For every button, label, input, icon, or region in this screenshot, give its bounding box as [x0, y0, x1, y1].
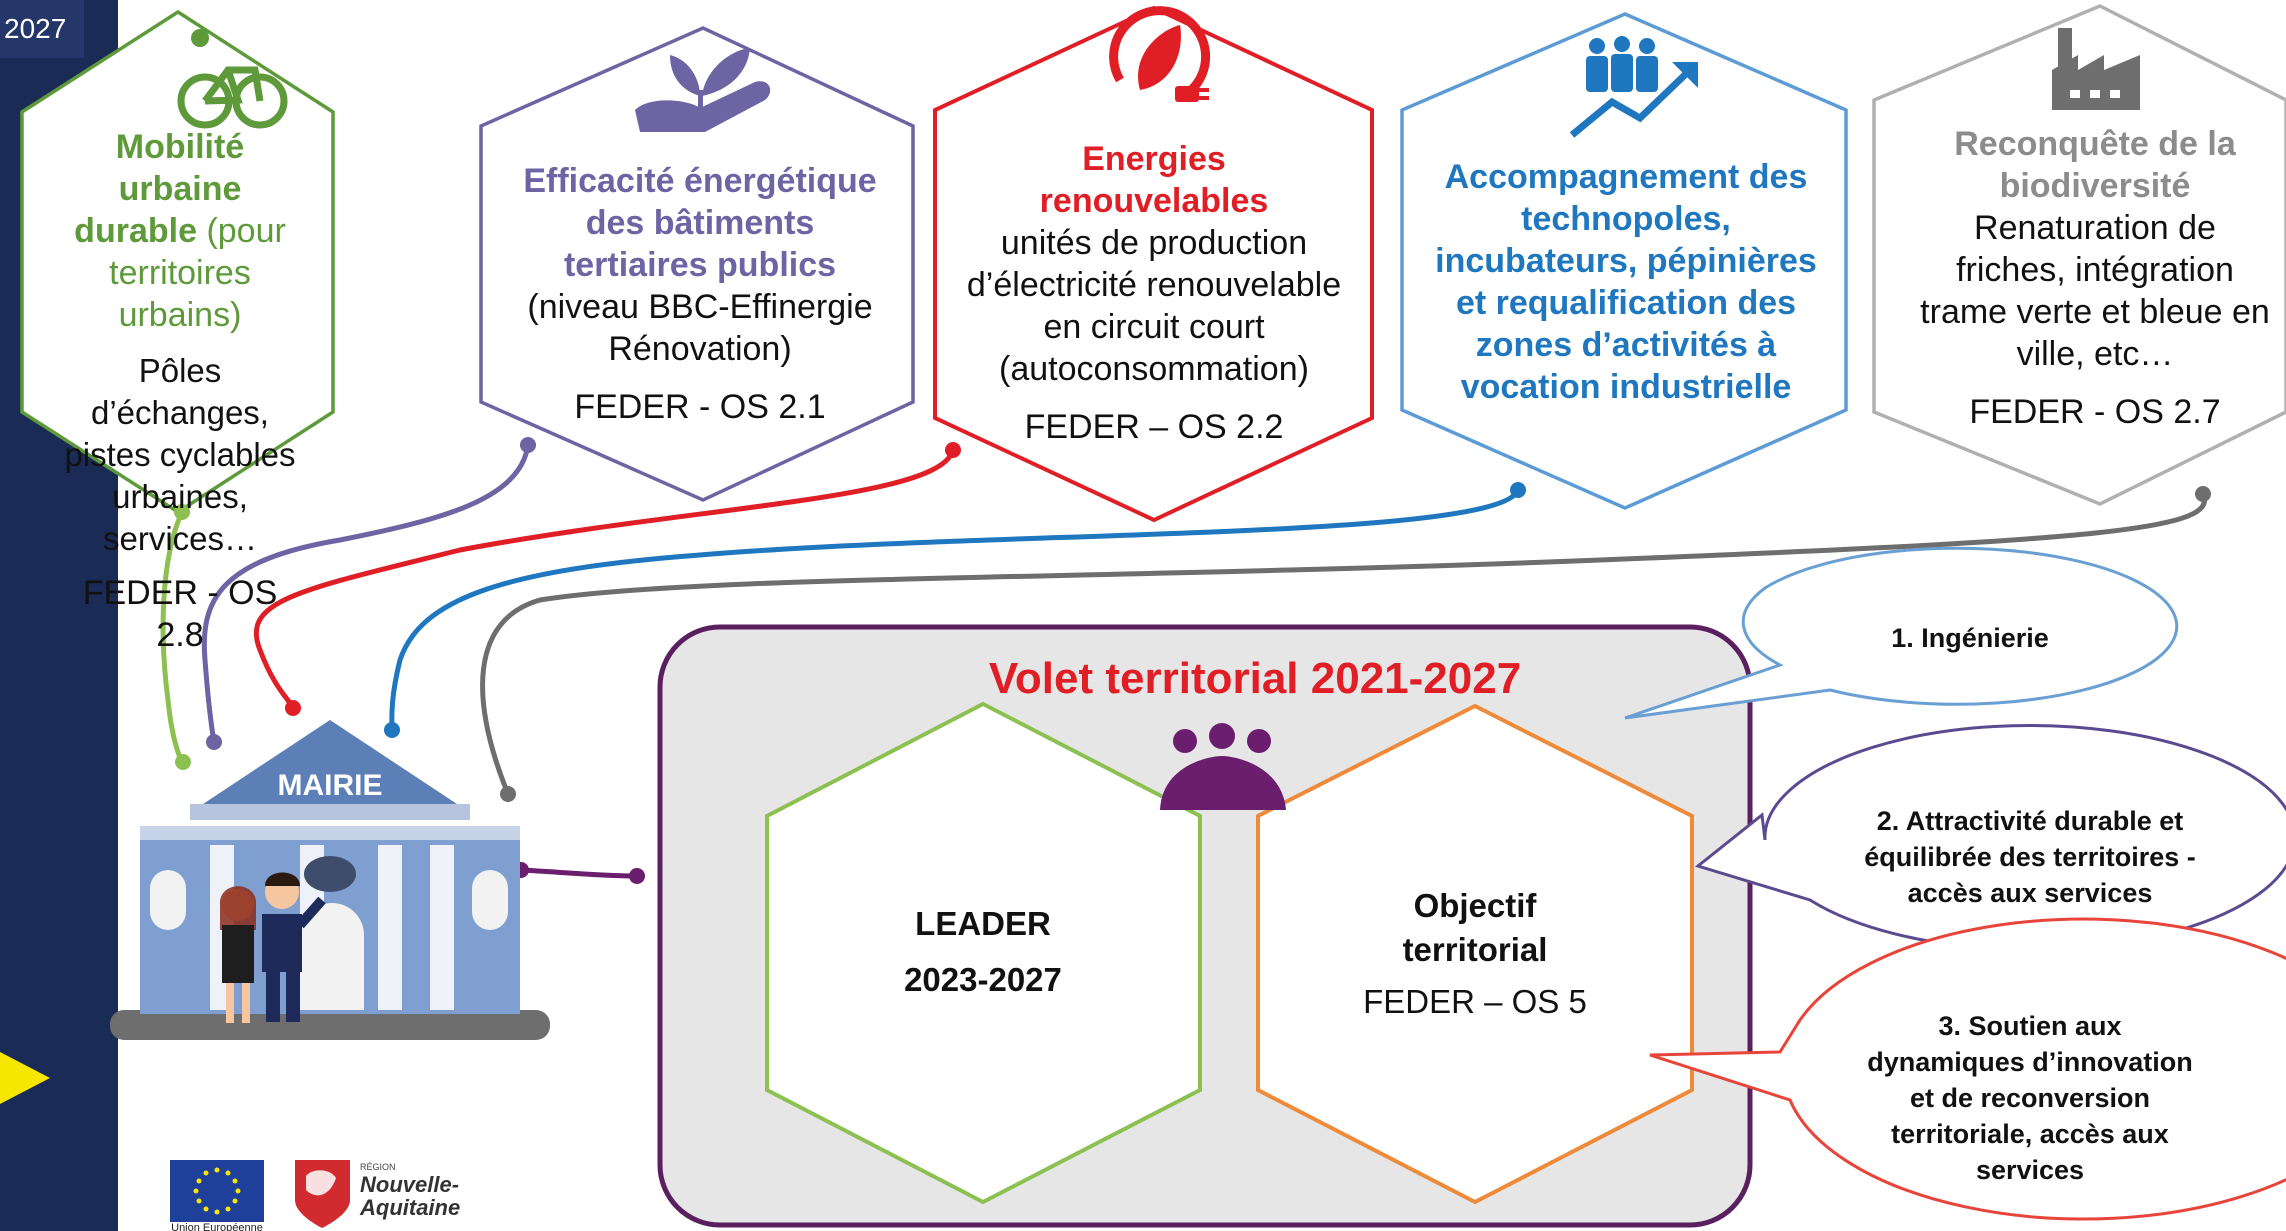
hex-energies-text: Energies renouvelables unités de product… — [965, 138, 1343, 448]
hex-energies-code: FEDER – OS 2.2 — [1024, 408, 1284, 446]
connectors — [160, 444, 2207, 879]
hex-mobilite-body: Pôles d’échanges, pistes cyclables urbai… — [64, 352, 296, 557]
hex-efficacite-code: FEDER - OS 2.1 — [574, 388, 826, 426]
leader-text: LEADER 2023-2027 — [820, 905, 1146, 999]
mairie-label: MAIRIE — [278, 769, 383, 802]
hex-mobilite-title: Mobilité urbaine durable (pour territoir… — [74, 128, 286, 334]
connector-mairie-volet — [520, 867, 638, 879]
objectif-text: Objectif territorial FEDER – OS 5 — [1310, 884, 1640, 1024]
region-name-2: Aquitaine — [359, 1195, 460, 1220]
hex-biodiversite-title: Reconquête de la biodiversité — [1954, 125, 2236, 205]
hex-technopoles-title: Accompagnement des technopoles, incubate… — [1435, 158, 1817, 406]
yellow-arrow — [0, 1052, 50, 1104]
hex-energies-title: Energies renouvelables — [1039, 140, 1269, 220]
bubble-2-text: 2. Attractivité durable et équilibrée de… — [1864, 806, 2196, 908]
bubble-3-shape — [1649, 917, 2286, 1221]
connector-technopoles — [389, 488, 1521, 731]
mairie-building — [110, 720, 550, 1040]
eu-flag-logo — [170, 1160, 264, 1222]
volet-title: Volet territorial 2021-2027 — [988, 654, 1522, 703]
nouvelle-aquitaine-logo — [295, 1160, 350, 1228]
hex-efficacite-body: (niveau BBC-Effinergie Rénovation) — [527, 288, 873, 368]
bubble-1-text: 1. Ingénierie — [1891, 623, 2049, 653]
region-top: RÉGION — [360, 1162, 396, 1172]
hexagon-energies — [933, 5, 1374, 523]
hexagon-biodiversite — [1872, 4, 2286, 506]
hex-mobilite-code: FEDER - OS 2.8 — [82, 574, 278, 654]
leader-line1: LEADER — [915, 905, 1051, 942]
hex-biodiversite-text: Reconquête de la biodiversité Renaturati… — [1920, 123, 2270, 433]
leader-line2: 2023-2027 — [904, 961, 1062, 998]
connector-energies — [253, 449, 956, 710]
hex-efficacite-title: Efficacité énergétique des bâtiments ter… — [523, 162, 877, 284]
hex-efficacite-text: Efficacité énergétique des bâtiments ter… — [515, 160, 885, 428]
hexagon-leader — [765, 701, 1202, 1205]
hex-energies-body: unités de production d’électricité renou… — [966, 224, 1342, 388]
objectif-line2: territorial — [1402, 931, 1548, 968]
hexagon-objectif — [1256, 703, 1694, 1205]
bubble-1-shape — [1624, 546, 2179, 720]
leaf-plug-icon — [1109, 6, 1211, 102]
eu-caption: Union Européenne — [171, 1222, 263, 1231]
connector-mobilite — [160, 510, 185, 765]
group-people-icon — [1160, 723, 1286, 810]
hex-biodiversite-code: FEDER - OS 2.7 — [1969, 393, 2221, 431]
connector-biodiversite — [480, 492, 2207, 795]
objectif-line3: FEDER – OS 5 — [1363, 983, 1587, 1020]
bubble-shapes — [1624, 546, 2286, 1221]
factory-icon — [2052, 28, 2140, 110]
hex-technopoles-text: Accompagnement des technopoles, incubate… — [1430, 156, 1822, 408]
connector-efficacite — [201, 444, 531, 743]
region-name-1: Nouvelle- — [360, 1172, 459, 1197]
objectif-line1: Objectif — [1413, 887, 1537, 924]
hex-biodiversite-body: Renaturation de friches, intégration tra… — [1920, 209, 2270, 373]
hexagon-technopoles — [1400, 12, 1848, 510]
hand-plant-icon — [635, 48, 771, 132]
year-tag: 2027 — [0, 0, 84, 58]
hex-mobilite-text: Mobilité urbaine durable (pour territoir… — [60, 126, 300, 656]
bubble-3-text: 3. Soutien aux dynamiques d’innovation e… — [1867, 1011, 2193, 1185]
people-growth-icon — [1569, 36, 1698, 138]
bicycle-icon — [177, 29, 288, 129]
hexagon-efficacite — [479, 26, 915, 502]
